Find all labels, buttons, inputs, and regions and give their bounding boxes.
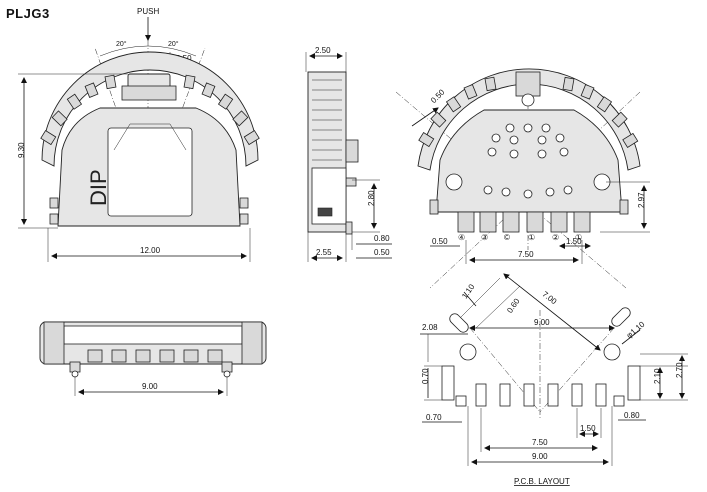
- pcb-dim-900-bottom: 9.00: [532, 452, 548, 461]
- rear-terminals: [457, 211, 591, 233]
- pcb-dim-070-h: 0.70: [426, 413, 442, 422]
- pcb-dim-750: 7.50: [532, 438, 548, 447]
- pcb-dim-208: 2.08: [422, 323, 438, 332]
- side-dim-bottom: 2.55: [316, 248, 332, 257]
- dip-marking: DIP: [86, 169, 111, 206]
- rear-view: 0.50: [395, 68, 650, 289]
- rear-teeth: [418, 76, 639, 148]
- angle-left-label: 20°: [116, 40, 127, 48]
- front-dim-width: 12.00: [140, 246, 161, 255]
- side-view: 2.50 2.80 0.80 0.50 2: [305, 46, 392, 262]
- pcb-dim-700: 7.00: [540, 290, 558, 307]
- pcb-layout: 1.10 0.60 7.00 9.00 φ1.10 2.08: [420, 273, 688, 486]
- front-dim-height: 9.30: [17, 142, 26, 158]
- pin-label-5: ②: [552, 233, 559, 242]
- rear-holes: [483, 123, 573, 199]
- pcb-dim-070-v: 0.70: [421, 368, 430, 384]
- pcb-caption: P.C.B. LAYOUT: [514, 477, 570, 486]
- pin-label-6: ①: [575, 233, 582, 242]
- rear-dim-diag: 0.50: [429, 87, 447, 105]
- side-ribs: [312, 79, 342, 161]
- pcb-dim-110: 1.10: [460, 282, 477, 300]
- side-dim-height: 2.80: [367, 190, 376, 206]
- pcb-pads: [455, 383, 625, 407]
- pin-label-4: ①: [528, 233, 535, 242]
- pin-label-1: ④: [458, 233, 465, 242]
- pcb-dim-270: 2.70: [675, 362, 684, 378]
- pin-label-3: ©: [504, 233, 510, 242]
- gear-teeth: [40, 74, 260, 146]
- pin-label-2: ③: [481, 233, 488, 242]
- bottom-dim-width: 9.00: [142, 382, 158, 391]
- angle-right-label: 20°: [168, 40, 179, 48]
- pcb-dim-phi: φ1.10: [625, 319, 647, 340]
- pcb-dim-150: 1.50: [580, 424, 596, 433]
- side-dim-top: 2.50: [315, 46, 331, 55]
- rear-dim-span: 7.50: [518, 250, 534, 259]
- rear-dim-pin-left: 0.50: [432, 237, 448, 246]
- pcb-dim-060: 0.60: [505, 296, 522, 314]
- bottom-pins: [87, 349, 223, 363]
- pcb-dim-900-top: 9.00: [534, 318, 550, 327]
- side-dim-right1: 0.80: [374, 234, 390, 243]
- rear-dim-pitch: 1.50: [566, 237, 582, 246]
- rear-dim-height: 2.97: [637, 192, 646, 208]
- side-dim-right2: 0.50: [374, 248, 390, 257]
- push-label: PUSH: [137, 7, 159, 16]
- bottom-view: 9.00: [39, 321, 267, 396]
- pcb-dim-210: 2.10: [653, 368, 662, 384]
- front-view: PUSH 20° 20° 2.50: [17, 7, 260, 262]
- product-title: PLJG3: [6, 6, 50, 21]
- pcb-dim-080: 0.80: [624, 411, 640, 420]
